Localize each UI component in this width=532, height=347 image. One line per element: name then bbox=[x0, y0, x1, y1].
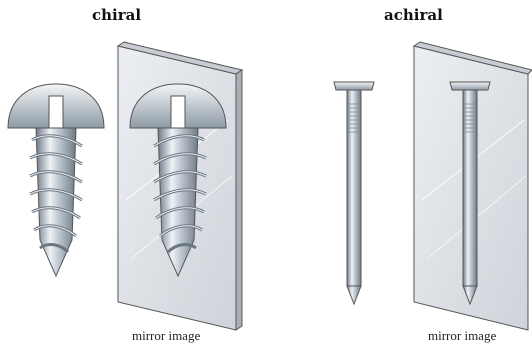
screw-icon bbox=[8, 84, 104, 276]
heading-chiral: chiral bbox=[92, 6, 141, 24]
nail-icon bbox=[334, 82, 374, 304]
caption-mirror-image-chiral: mirror image bbox=[132, 328, 200, 344]
caption-mirror-image-achiral: mirror image bbox=[428, 328, 496, 344]
heading-achiral: achiral bbox=[384, 6, 443, 24]
